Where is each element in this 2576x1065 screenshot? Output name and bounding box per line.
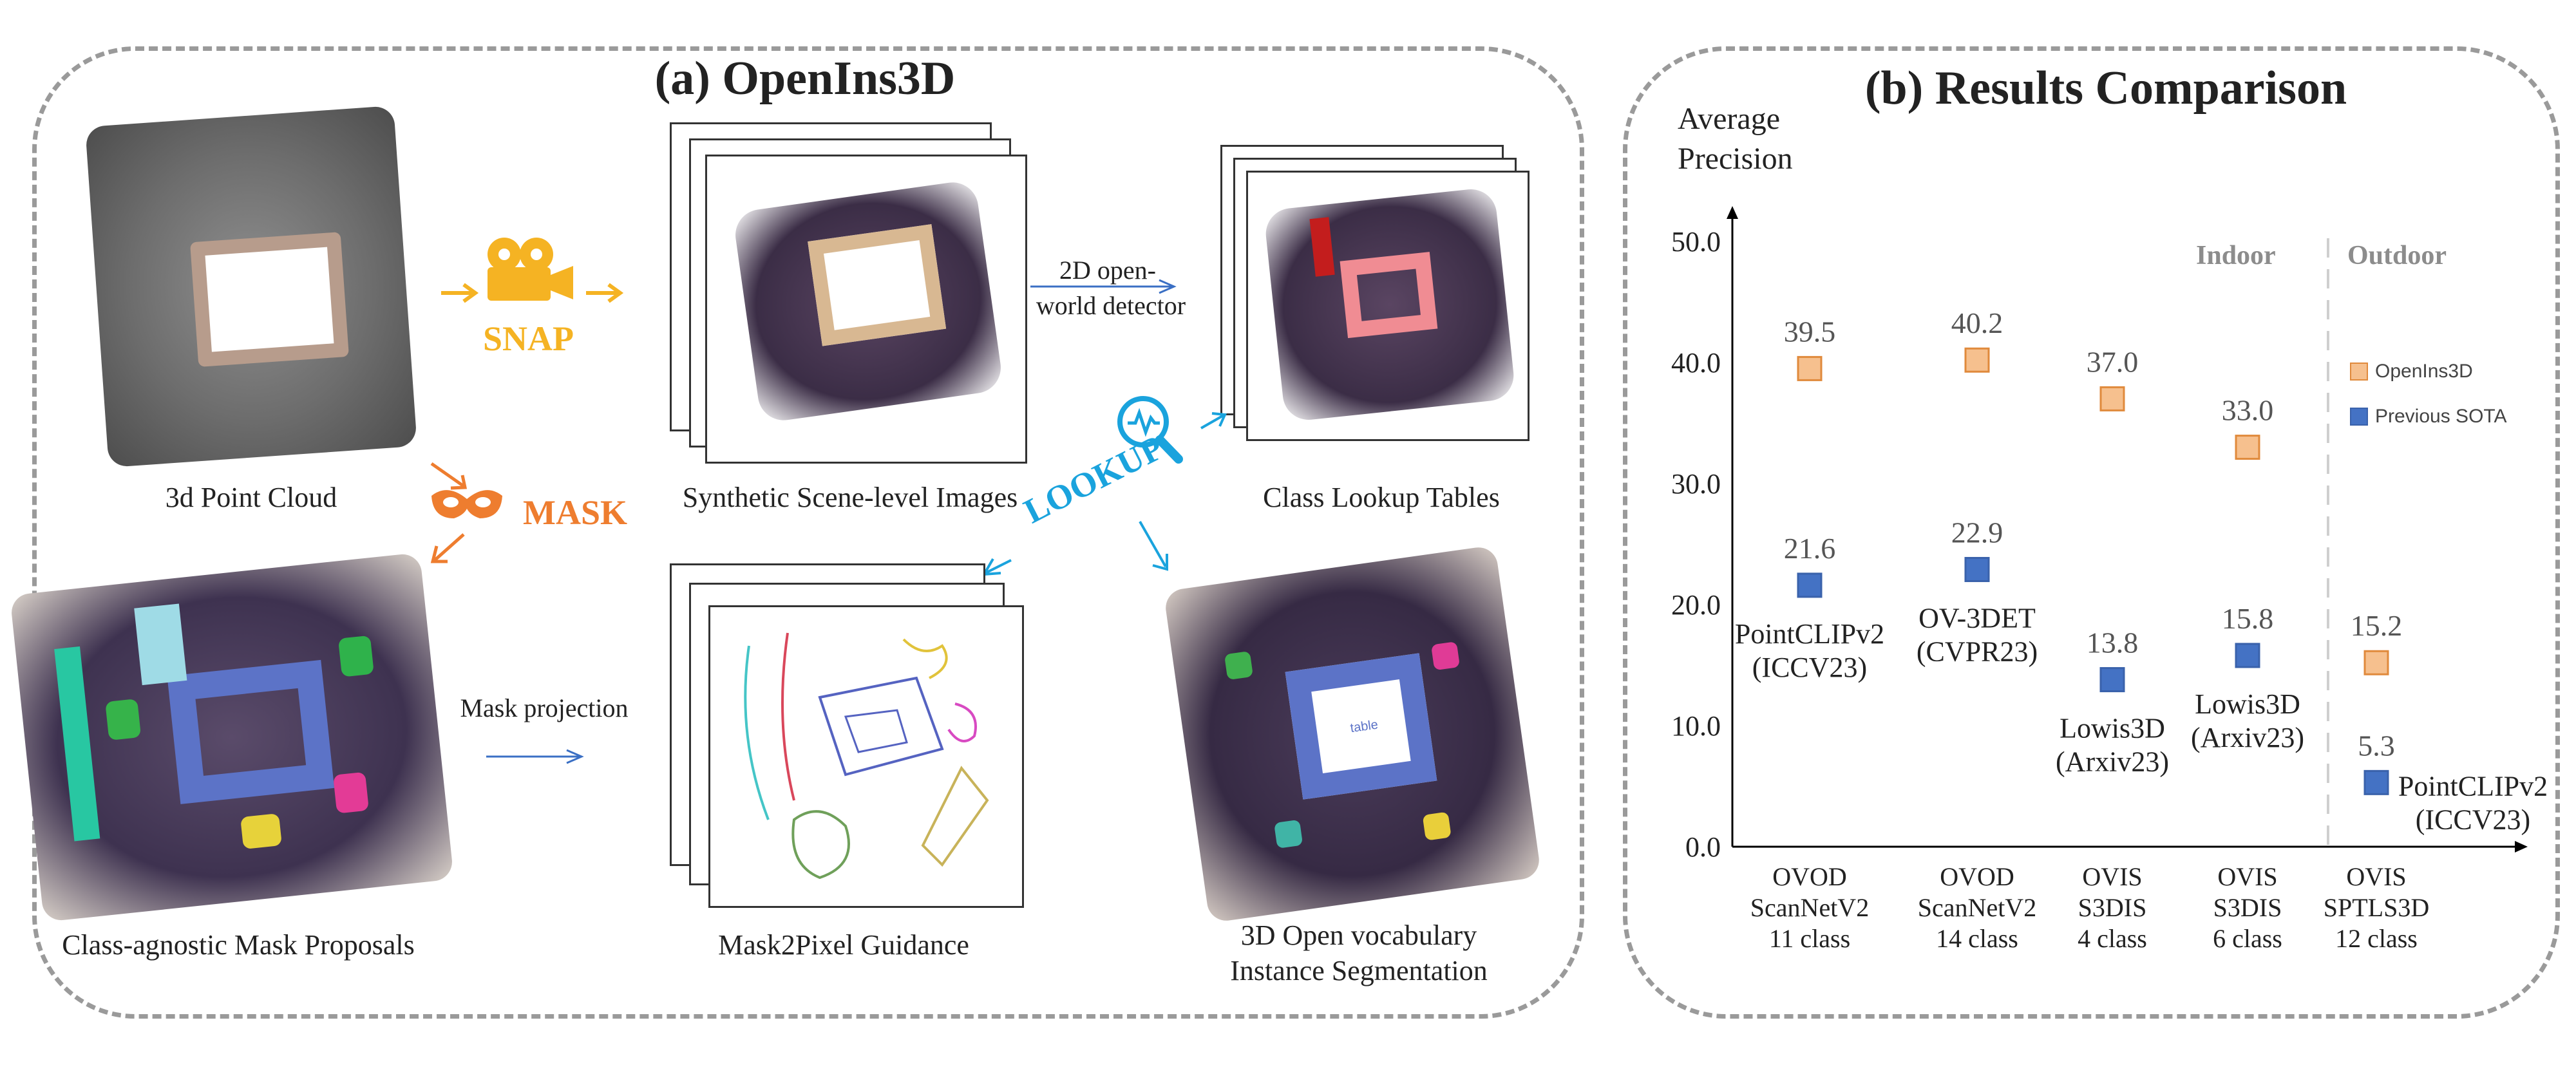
- sota-method-label: PointCLIPv2: [1735, 618, 1884, 650]
- mask-arrows: [430, 462, 468, 563]
- lookup-arrows: [981, 412, 1227, 576]
- segmentation-label-1: 3D Open vocabulary: [1240, 919, 1477, 951]
- sota-point: [2099, 667, 2125, 693]
- x-tick-label: 4 class: [2078, 924, 2147, 953]
- x-tick-label: SPTLS3D: [2324, 893, 2430, 922]
- mask2pixel-label: Mask2Pixel Guidance: [718, 929, 969, 961]
- legend-label: Previous SOTA: [2375, 406, 2507, 427]
- sota-point: [2235, 643, 2260, 668]
- openins3d-point: [1964, 347, 1990, 373]
- openins3d-value-label: 37.0: [2087, 345, 2139, 378]
- legend-label: OpenIns3D: [2375, 361, 2473, 382]
- mask-proposals-image: [10, 552, 454, 923]
- sota-value-label: 21.6: [1784, 532, 1836, 565]
- synthetic-image-front: [705, 155, 1027, 464]
- mask-projection-label: Mask projection: [460, 693, 629, 722]
- sota-method-label: (Arxiv23): [2191, 722, 2304, 753]
- x-tick-label: ScanNetV2: [1918, 893, 2036, 922]
- panel-results: [1623, 46, 2560, 1019]
- y-axis-label-1: Average: [1678, 102, 1780, 136]
- table-mask: [167, 659, 335, 804]
- y-tick-label: 0.0: [1685, 831, 1721, 863]
- sota-method-label: (CVPR23): [1917, 636, 2038, 667]
- sota-method-label: (ICCV23): [1752, 652, 1867, 683]
- snap-arrows: [441, 283, 624, 303]
- legend-swatch: [2350, 408, 2368, 426]
- sota-value-label: 5.3: [2358, 729, 2395, 762]
- x-tick-label: 6 class: [2213, 924, 2282, 953]
- sota-method-label: PointCLIPv2: [2398, 770, 2548, 802]
- lookup-image-front: [1246, 171, 1530, 441]
- point-cloud-label: 3d Point Cloud: [165, 482, 337, 513]
- mask-projection-arrow: [486, 749, 584, 764]
- x-tick-label: 11 class: [1769, 924, 1850, 953]
- y-tick-label: 50.0: [1671, 226, 1721, 258]
- x-tick-label: S3DIS: [2213, 893, 2282, 922]
- openins3d-point: [2099, 386, 2125, 411]
- sota-value-label: 22.9: [1951, 516, 2003, 549]
- openins3d-value-label: 15.2: [2351, 609, 2403, 642]
- x-tick-label: OVOD: [1940, 862, 2014, 891]
- synthetic-label: Synthetic Scene-level Images: [682, 482, 1018, 513]
- panel-a-title: (a) OpenIns3D: [580, 52, 1030, 106]
- openins3d-point: [2363, 650, 2389, 675]
- x-tick-label: ScanNetV2: [1750, 893, 1869, 922]
- lookup-tables-label: Class Lookup Tables: [1263, 482, 1500, 513]
- x-axis-arrowhead: [2515, 841, 2528, 853]
- openins3d-value-label: 33.0: [2222, 394, 2274, 427]
- table-ring: [189, 232, 349, 367]
- openins3d-point: [1797, 355, 1823, 381]
- point-cloud-image: [85, 105, 417, 468]
- detector-text-1: 2D open-: [1059, 256, 1156, 285]
- x-tick-label: 14 class: [1936, 924, 2018, 953]
- snap-label: SNAP: [483, 319, 574, 358]
- sota-method-label: (ICCV23): [2416, 804, 2530, 835]
- camera-icon: [488, 238, 573, 301]
- region-indoor-label: Indoor: [2196, 241, 2276, 270]
- detector-arrow: [1030, 279, 1177, 294]
- sota-method-label: OV-3DET: [1918, 602, 2036, 634]
- sota-point: [1964, 556, 1990, 582]
- y-tick-label: 30.0: [1671, 468, 1721, 500]
- openins3d-value-label: 40.2: [1951, 306, 2003, 339]
- sota-point: [2363, 769, 2389, 795]
- sota-method-label: Lowis3D: [2195, 688, 2300, 720]
- segmentation-label-2: Instance Segmentation: [1230, 955, 1488, 986]
- y-tick-label: 40.0: [1671, 347, 1721, 379]
- legend-swatch: [2350, 363, 2368, 381]
- mask-label: MASK: [523, 493, 627, 532]
- sota-value-label: 15.8: [2222, 602, 2274, 635]
- y-axis-arrowhead: [1727, 206, 1738, 219]
- panel-b-title: (b) Results Comparison: [1864, 62, 2347, 115]
- mask2pixel-image-front: [708, 605, 1024, 908]
- y-tick-label: 20.0: [1671, 589, 1721, 621]
- region-outdoor-label: Outdoor: [2347, 241, 2447, 270]
- magnifier-icon: [1117, 396, 1183, 464]
- openins3d-value-label: 39.5: [1784, 315, 1836, 348]
- openins3d-point: [2235, 435, 2260, 460]
- x-tick-label: S3DIS: [2078, 893, 2147, 922]
- sota-value-label: 13.8: [2087, 627, 2139, 659]
- x-tick-label: OVIS: [2346, 862, 2406, 891]
- panel-openins3d: [32, 46, 1584, 1019]
- x-tick-label: OVIS: [2082, 862, 2142, 891]
- x-tick-label: OVOD: [1772, 862, 1847, 891]
- segmentation-image: table: [1163, 545, 1542, 923]
- detector-text-2: world detector: [1036, 291, 1186, 320]
- x-tick-label: OVIS: [2217, 862, 2277, 891]
- y-axis-label-2: Precision: [1678, 142, 1793, 176]
- sota-point: [1797, 572, 1823, 598]
- y-tick-label: 10.0: [1671, 710, 1721, 742]
- sota-method-label: (Arxiv23): [2056, 746, 2169, 778]
- mask-proposals-label: Class-agnostic Mask Proposals: [62, 929, 415, 961]
- mask-icon: [431, 490, 502, 518]
- results-chart: Average Precision Indoor Outdoor 0.0 10.0…: [1671, 102, 2548, 953]
- sota-method-label: Lowis3D: [2060, 713, 2165, 744]
- x-tick-label: 12 class: [2335, 924, 2418, 953]
